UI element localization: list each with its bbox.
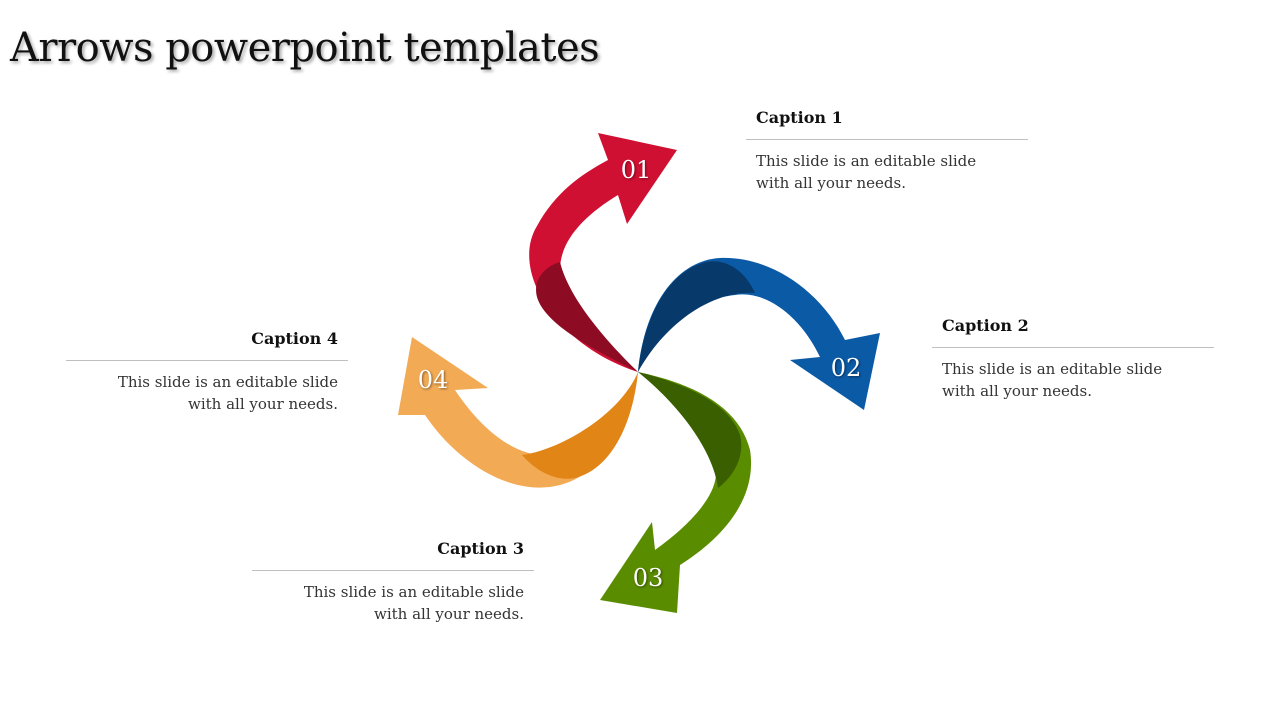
caption-2-divider xyxy=(932,347,1214,348)
arrow-04-number: 04 xyxy=(418,366,449,394)
caption-1-text: This slide is an editable slide with all… xyxy=(756,152,977,192)
caption-1-divider xyxy=(746,139,1028,140)
arrow-02-fold xyxy=(638,261,755,372)
arrow-03-number: 03 xyxy=(633,564,664,592)
caption-4: Caption 4 This slide is an editable slid… xyxy=(66,329,348,415)
arrow-02-number: 02 xyxy=(831,354,862,382)
caption-4-text: This slide is an editable slide with all… xyxy=(117,373,338,413)
caption-3: Caption 3 This slide is an editable slid… xyxy=(252,539,534,625)
caption-4-title: Caption 4 xyxy=(251,329,338,348)
arrow-04: 04 xyxy=(398,337,638,488)
arrow-04-body xyxy=(398,337,638,488)
caption-3-title: Caption 3 xyxy=(437,539,524,558)
slide-title: Arrows powerpoint templates xyxy=(10,25,600,71)
arrow-04-fold xyxy=(522,372,638,479)
caption-1-title: Caption 1 xyxy=(756,108,843,127)
caption-3-divider xyxy=(252,570,534,571)
caption-3-text: This slide is an editable slide with all… xyxy=(303,583,524,623)
caption-2: Caption 2 This slide is an editable slid… xyxy=(932,316,1214,402)
arrow-01-fold xyxy=(536,262,638,372)
arrow-03: 03 xyxy=(600,372,752,613)
arrow-03-fold xyxy=(638,372,742,488)
caption-2-title: Caption 2 xyxy=(942,316,1029,335)
caption-4-divider xyxy=(66,360,348,361)
arrow-02: 02 xyxy=(638,257,880,410)
caption-2-text: This slide is an editable slide with all… xyxy=(942,360,1163,400)
caption-1: Caption 1 This slide is an editable slid… xyxy=(746,108,1028,194)
arrow-01: 01 xyxy=(529,133,677,372)
arrow-01-number: 01 xyxy=(621,156,652,184)
